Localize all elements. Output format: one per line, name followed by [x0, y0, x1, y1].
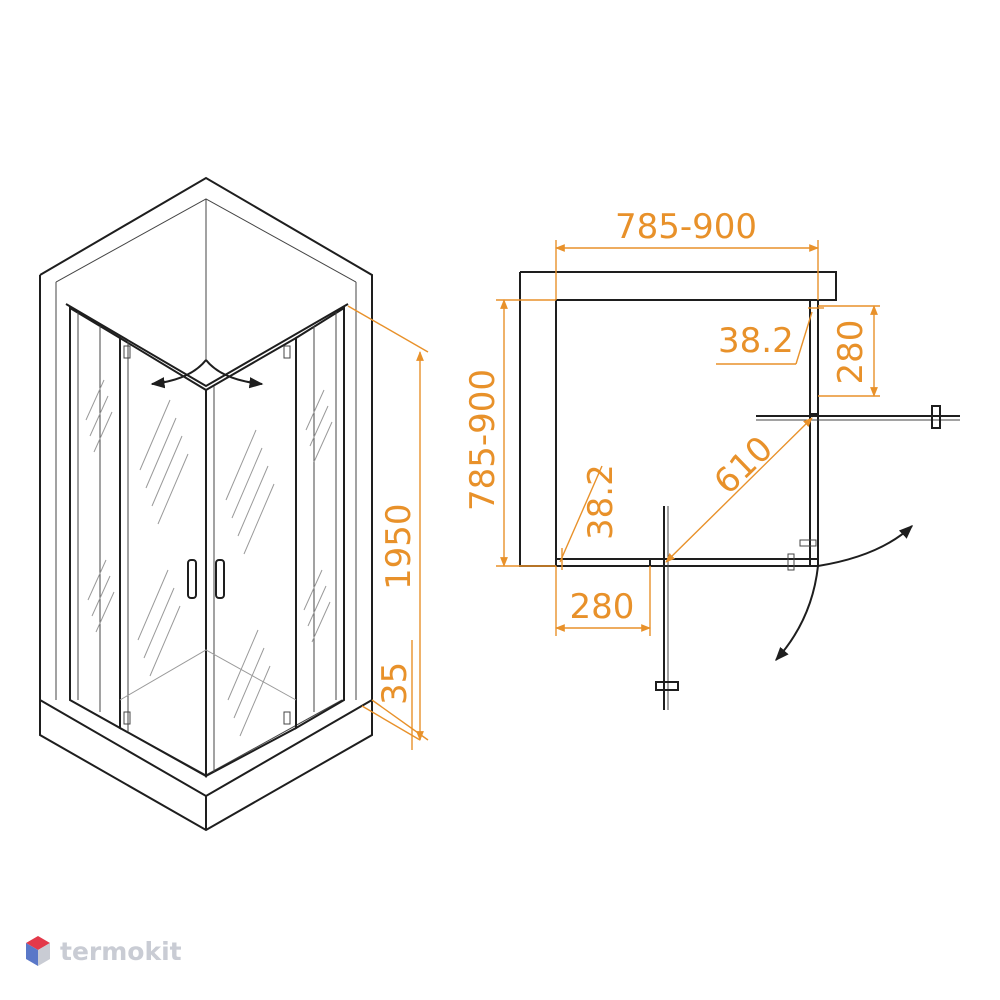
- bottom-door-open: [655, 506, 679, 710]
- plan-walls: [519, 271, 837, 567]
- opening-arrows: [150, 359, 264, 389]
- plan-view: 785-900 785-900 280 38.2 38.2 28: [463, 207, 960, 710]
- swing-arrows: [775, 525, 914, 662]
- door-opening-label: 610: [706, 429, 780, 503]
- tray-height-label: 35: [375, 662, 415, 705]
- glass-reflection-hatching: [85, 379, 333, 737]
- door-handles: [187, 559, 225, 599]
- left-fixed-panel: [69, 306, 121, 730]
- top-rail: [65, 303, 349, 388]
- height-dimension: 1950 35: [347, 305, 429, 750]
- fixed-panel-right-label: 280: [831, 320, 871, 385]
- right-profile: [809, 299, 819, 566]
- height-label: 1950: [379, 503, 419, 590]
- depth-label: 785-900: [463, 369, 503, 511]
- left-door: [119, 336, 207, 778]
- hexagon-cube-icon: [26, 936, 50, 966]
- brand-name: termokit: [60, 936, 182, 966]
- right-door-open: [756, 405, 960, 429]
- profile-top-label: 38.2: [718, 321, 794, 361]
- isometric-view: [39, 176, 373, 832]
- bottom-profile: [555, 558, 818, 567]
- brand-watermark: termokit: [24, 934, 182, 968]
- hinges: [123, 345, 291, 725]
- right-fixed-panel: [295, 306, 345, 730]
- fixed-panel-bottom-label: 280: [570, 587, 635, 627]
- profile-left-label: 38.2: [581, 464, 621, 540]
- walls: [39, 176, 373, 700]
- floor-outline: [119, 649, 297, 701]
- width-label: 785-900: [615, 207, 757, 247]
